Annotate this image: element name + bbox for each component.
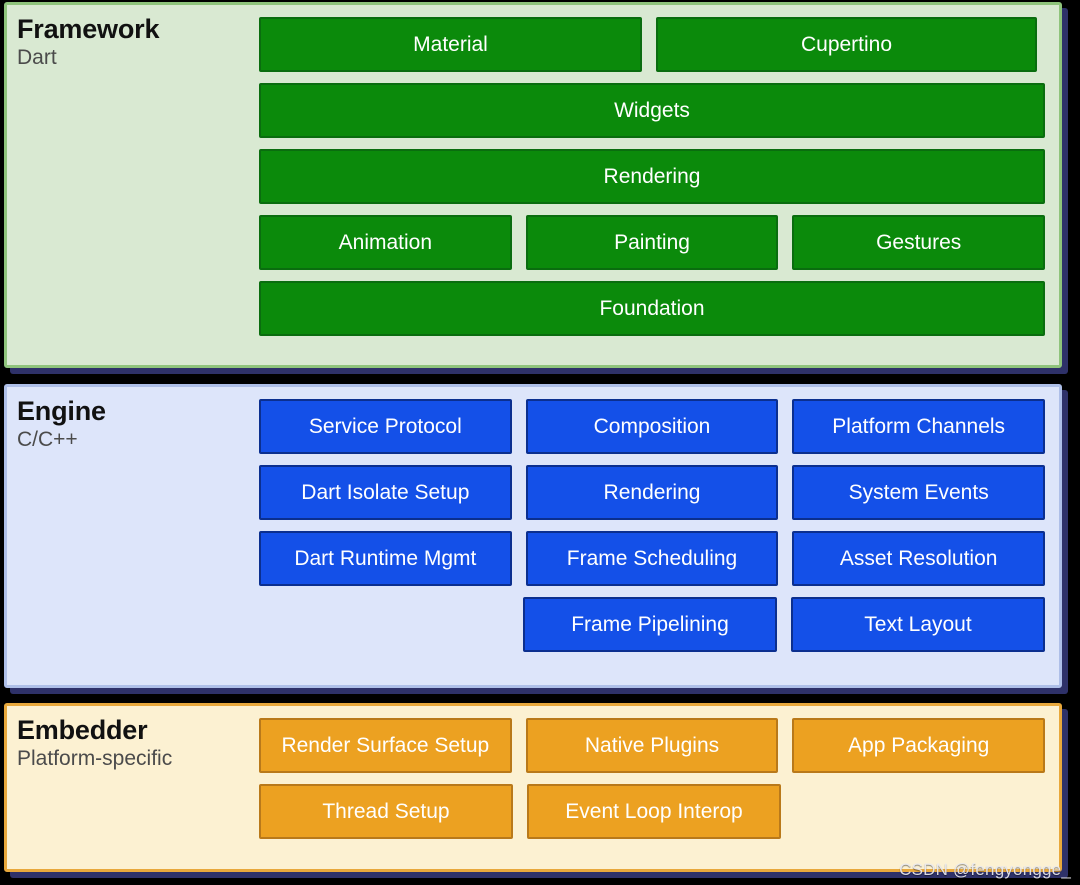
layer-title-engine: Engine (17, 396, 106, 426)
box-app-packaging[interactable]: App Packaging (792, 718, 1046, 773)
grid-row: Rendering (259, 149, 1045, 204)
layer-title-embedder: Embedder (17, 715, 148, 745)
layer-subtitle-framework: Dart (17, 46, 57, 70)
box-placeholder-engine (259, 597, 509, 652)
box-asset-resolution[interactable]: Asset Resolution (792, 531, 1046, 586)
layer-label-embedder: Embedder Platform-specific (7, 706, 259, 771)
box-system-events[interactable]: System Events (792, 465, 1046, 520)
box-composition[interactable]: Composition (525, 399, 779, 454)
layer-grid-engine: Service Protocol Composition Platform Ch… (259, 387, 1059, 652)
box-thread-setup[interactable]: Thread Setup (259, 784, 513, 839)
box-placeholder-embedder (795, 784, 1045, 839)
grid-row: Material Cupertino (259, 17, 1045, 72)
grid-row: Dart Isolate Setup Rendering System Even… (259, 465, 1046, 520)
box-platform-channels[interactable]: Platform Channels (792, 399, 1046, 454)
grid-row: Widgets (259, 83, 1045, 138)
grid-row: Dart Runtime Mgmt Frame Scheduling Asset… (259, 531, 1046, 586)
box-material[interactable]: Material (259, 17, 642, 72)
box-foundation[interactable]: Foundation (259, 281, 1045, 336)
layer-grid-framework: Material Cupertino Widgets Rendering Ani… (259, 5, 1059, 336)
box-event-loop-interop[interactable]: Event Loop Interop (527, 784, 781, 839)
layer-panel-framework: Framework Dart Material Cupertino Widget… (4, 2, 1062, 368)
box-frame-pipelining[interactable]: Frame Pipelining (523, 597, 777, 652)
box-rendering-engine[interactable]: Rendering (525, 465, 779, 520)
box-service-protocol[interactable]: Service Protocol (259, 399, 512, 454)
box-text-layout[interactable]: Text Layout (791, 597, 1045, 652)
box-dart-runtime-mgmt[interactable]: Dart Runtime Mgmt (259, 531, 512, 586)
grid-row: Thread Setup Event Loop Interop (259, 784, 1045, 839)
layer-panel-engine: Engine C/C++ Service Protocol Compositio… (4, 384, 1062, 688)
box-rendering-framework[interactable]: Rendering (259, 149, 1045, 204)
layer-subtitle-engine: C/C++ (17, 428, 78, 452)
layer-subtitle-embedder: Platform-specific (17, 747, 173, 771)
box-dart-isolate-setup[interactable]: Dart Isolate Setup (259, 465, 512, 520)
grid-row: Animation Painting Gestures (259, 215, 1046, 270)
layer-label-framework: Framework Dart (7, 5, 259, 70)
layer-grid-embedder: Render Surface Setup Native Plugins App … (259, 706, 1059, 839)
layer-title-framework: Framework (17, 14, 160, 44)
grid-row: Service Protocol Composition Platform Ch… (259, 399, 1046, 454)
box-frame-scheduling[interactable]: Frame Scheduling (525, 531, 779, 586)
box-widgets[interactable]: Widgets (259, 83, 1045, 138)
box-render-surface-setup[interactable]: Render Surface Setup (259, 718, 512, 773)
box-native-plugins[interactable]: Native Plugins (525, 718, 779, 773)
box-cupertino[interactable]: Cupertino (656, 17, 1037, 72)
grid-row: Foundation (259, 281, 1045, 336)
grid-row: Render Surface Setup Native Plugins App … (259, 718, 1046, 773)
layer-label-engine: Engine C/C++ (7, 387, 259, 452)
box-gestures[interactable]: Gestures (792, 215, 1046, 270)
grid-row: Frame Pipelining Text Layout (259, 597, 1045, 652)
box-painting[interactable]: Painting (525, 215, 779, 270)
box-animation[interactable]: Animation (259, 215, 512, 270)
layer-panel-embedder: Embedder Platform-specific Render Surfac… (4, 703, 1062, 872)
